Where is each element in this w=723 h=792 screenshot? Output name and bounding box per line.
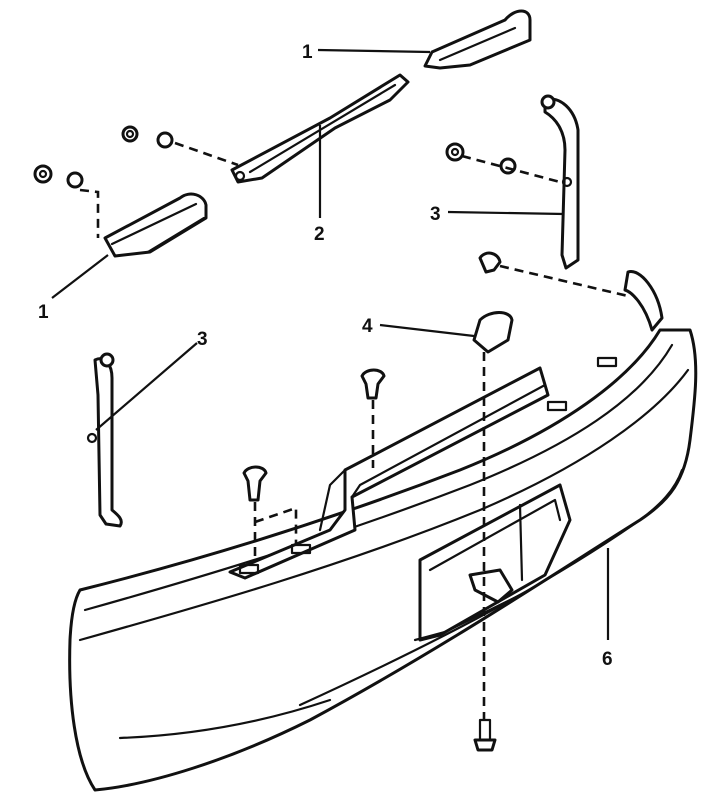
callout-bracket-upper: 1 — [302, 42, 313, 63]
leader-lines — [51, 48, 610, 640]
callout-labels: 1 2 1 3 3 4 6 — [38, 42, 613, 670]
callout-side-bracket-right: 3 — [430, 204, 441, 225]
bumper-cover — [68, 270, 698, 792]
callout-reinforcement: 2 — [314, 224, 325, 245]
side-bracket-right — [540, 94, 580, 270]
bracket-upper — [423, 9, 532, 70]
bracket-lower — [103, 192, 208, 258]
retainer-clip — [472, 311, 514, 354]
callout-retainer: 4 — [362, 316, 373, 337]
assembly-lines — [79, 141, 629, 720]
callout-side-bracket-left: 3 — [197, 329, 208, 350]
callout-bracket-lower: 1 — [38, 302, 49, 323]
fasteners — [33, 125, 517, 752]
side-bracket-left — [86, 352, 123, 528]
callout-bumper-cover: 6 — [602, 649, 613, 670]
